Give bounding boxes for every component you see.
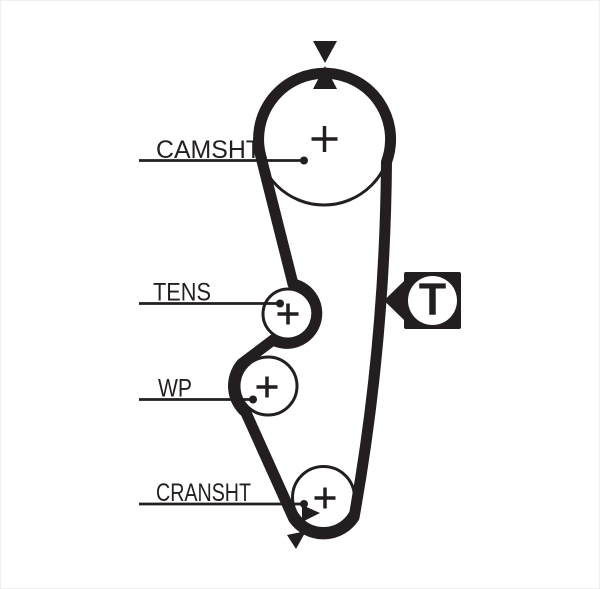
tension-marker-circle [408,276,457,325]
camshaft-center-cross-icon [311,126,338,152]
tensioner-callout: TENS [139,279,284,308]
water-pump-center-cross-icon [256,376,278,398]
tension-marker-left-arrow-icon [384,281,404,320]
camshaft-leader-dot-icon [300,156,308,165]
timing-belt-path [228,67,396,540]
camshaft-callout: CAMSHT [139,136,308,165]
crankshaft-center-cross-icon [314,487,336,509]
crankshaft-mark-outer-triangle-icon [287,531,306,549]
crankshaft-callout: CRANSHT [139,479,308,508]
water-pump-leader-dot-icon [249,395,257,404]
water-pump-pulley-circle [237,355,299,417]
pulley-center-marks [256,126,338,509]
tensioner-label: TENS [153,279,211,307]
crankshaft-timing-mark [287,505,320,549]
water-pump-label: WP [158,375,192,403]
tensioner-leader-dot-icon [276,299,284,308]
crankshaft-label: CRANSHT [156,479,251,507]
tensioner-center-cross-icon [277,303,299,325]
water-pump-callout: WP [139,375,257,404]
camshaft-timing-mark [313,41,337,89]
crankshaft-leader-dot-icon [300,500,308,508]
crankshaft-mark-inner-triangle-icon [302,505,320,522]
camshaft-mark-lower-triangle-icon [313,66,337,89]
tension-check-marker: T [384,272,461,329]
camshaft-mark-upper-triangle-icon [313,41,337,63]
tension-marker-letter: T [419,274,447,325]
